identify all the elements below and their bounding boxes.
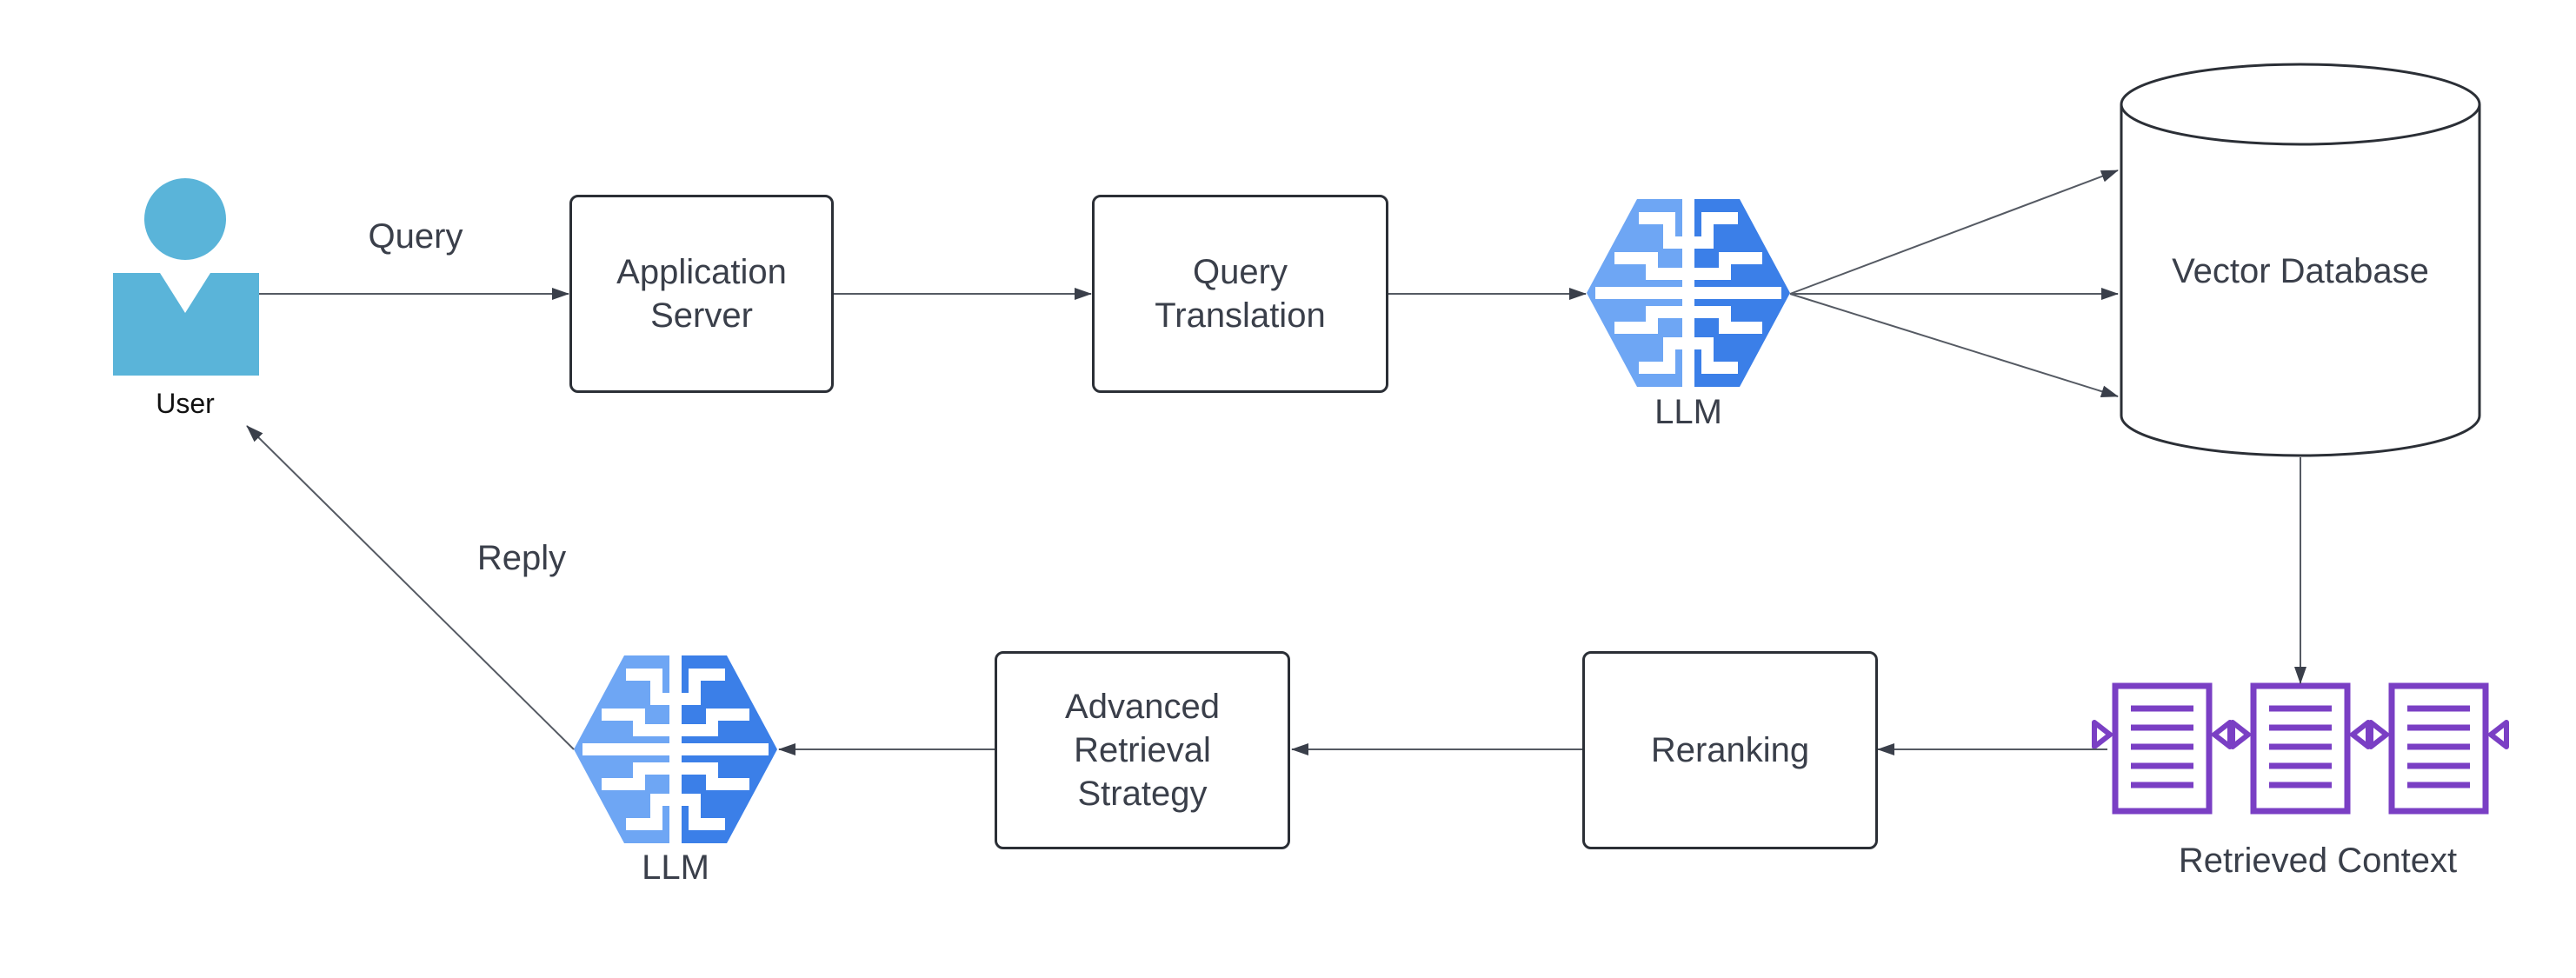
user-label: User <box>156 388 215 419</box>
document-icon <box>2233 686 2368 811</box>
vector-database-label: Vector Database <box>2172 252 2429 290</box>
document-icon <box>2371 686 2506 811</box>
advanced-retrieval-strategy-box: Advanced Retrieval Strategy <box>995 651 1290 849</box>
query-translation-box: Query Translation <box>1092 195 1388 393</box>
vector-database-cylinder <box>2120 63 2481 457</box>
application-server-box: Application Server <box>569 195 834 393</box>
edge-llm-to-user-reply <box>246 425 575 750</box>
retrieved-context-label: Retrieved Context <box>2178 842 2458 880</box>
user-icon <box>113 178 259 376</box>
query-edge-label: Query <box>368 217 463 256</box>
llm-top-brain-icon <box>1587 199 1790 387</box>
llm-bottom-label: LLM <box>642 848 709 887</box>
llm-top-label: LLM <box>1654 393 1722 431</box>
edge-llm-to-vector-db-bottom <box>1789 293 2119 398</box>
document-icon <box>2094 686 2230 811</box>
reranking-box: Reranking <box>1582 651 1878 849</box>
reply-edge-label: Reply <box>476 539 567 577</box>
edge-llm-to-vector-db-top <box>1789 170 2119 295</box>
llm-bottom-brain-icon <box>574 655 777 843</box>
